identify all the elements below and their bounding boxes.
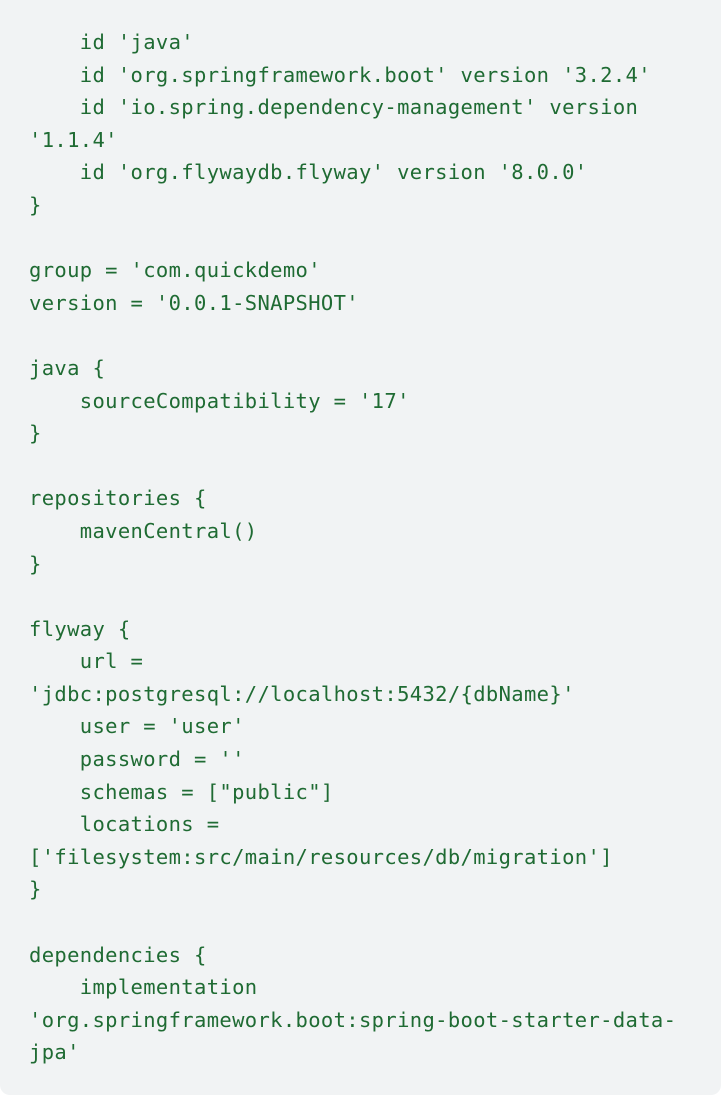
- code-line: [29, 450, 721, 483]
- code-line: [29, 580, 721, 613]
- code-line: url =: [29, 649, 144, 674]
- code-line: group = 'com.quickdemo': [29, 258, 321, 283]
- code-line: '1.1.4': [29, 127, 118, 152]
- code-line: java {: [29, 355, 106, 380]
- code-line: password = '': [29, 747, 245, 772]
- code-line: id 'java': [29, 30, 194, 54]
- code-line: schemas = ["public"]: [29, 779, 334, 804]
- code-line: ['filesystem:src/main/resources/db/migra…: [29, 844, 613, 869]
- code-line: version = '0.0.1-SNAPSHOT': [29, 290, 359, 315]
- code-line: 'jdbc:postgresql://localhost:5432/{dbNam…: [29, 681, 575, 706]
- code-line: id 'org.springframework.boot' version '3…: [29, 62, 651, 87]
- code-line: locations =: [29, 812, 220, 837]
- code-line: repositories {: [29, 486, 207, 511]
- code-line: jpa': [29, 1040, 80, 1065]
- code-line: dependencies {: [29, 942, 207, 967]
- code-line: id 'org.flywaydb.flyway' version '8.0.0': [29, 160, 588, 185]
- code-lines: id 'java' id 'org.springframework.boot' …: [29, 26, 721, 1069]
- code-line: }: [29, 551, 42, 576]
- code-line: 'org.springframework.boot:spring-boot-st…: [29, 1007, 677, 1032]
- code-line: [29, 222, 721, 255]
- code-line: flyway {: [29, 616, 131, 641]
- code-line: id 'io.spring.dependency-management' ver…: [29, 95, 639, 120]
- code-line: implementation: [29, 975, 258, 1000]
- code-line: user = 'user': [29, 714, 245, 739]
- code-line: sourceCompatibility = '17': [29, 388, 410, 413]
- code-line: }: [29, 877, 42, 902]
- code-line: }: [29, 192, 42, 217]
- code-line: [29, 319, 721, 352]
- code-line: }: [29, 421, 42, 446]
- code-line: mavenCentral(): [29, 518, 258, 543]
- code-line: [29, 906, 721, 939]
